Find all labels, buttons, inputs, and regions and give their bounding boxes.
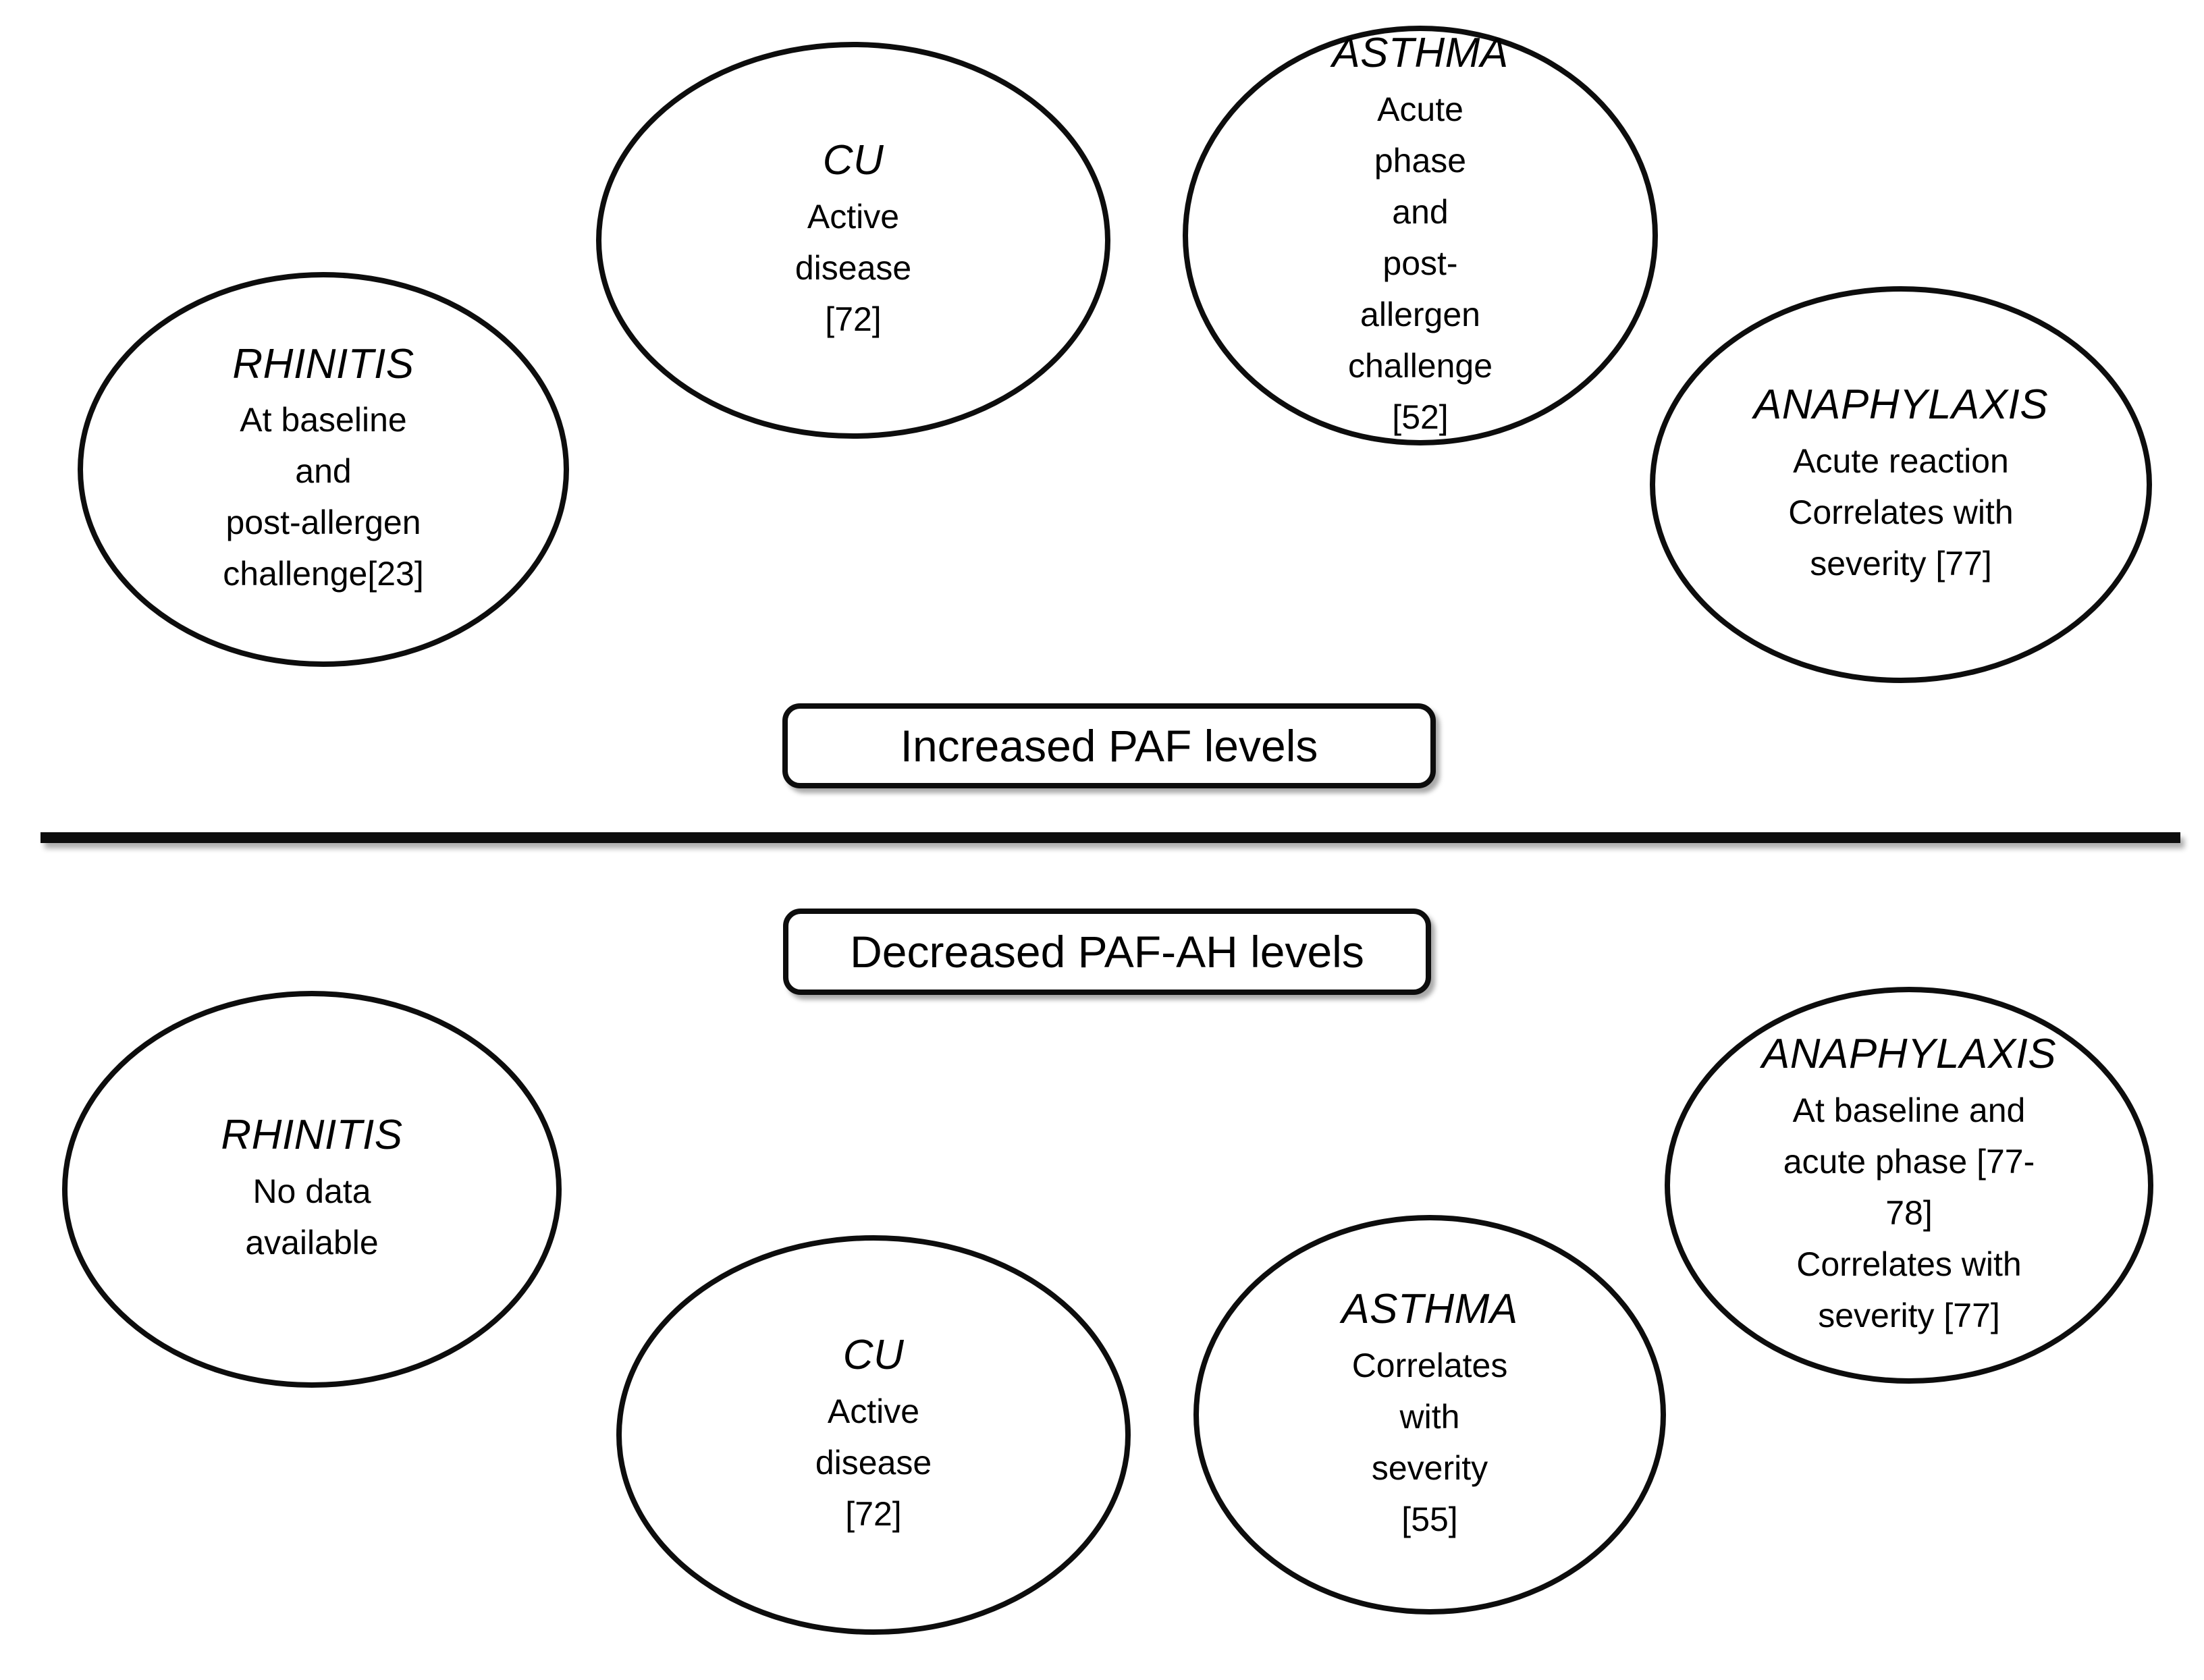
node-upper-cu[interactable]: CU Active disease [72] [596,42,1110,439]
node-upper-rhinitis[interactable]: RHINITIS At baseline and post-allergen c… [78,272,569,667]
node-lower-anaphylaxis[interactable]: ANAPHYLAXIS At baseline and acute phase … [1665,987,2153,1384]
node-upper-rhinitis-title: RHINITIS [232,340,414,387]
node-lower-anaphylaxis-body: At baseline and acute phase [77-78] Corr… [1783,1091,2035,1334]
increased-paf-levels-box[interactable]: Increased PAF levels [782,703,1436,788]
decreased-paf-ah-levels-label: Decreased PAF-AH levels [850,926,1364,977]
node-upper-cu-body: Active disease [72] [795,197,912,338]
node-upper-anaphylaxis[interactable]: ANAPHYLAXIS Acute reaction Correlates wi… [1650,286,2152,683]
node-upper-anaphylaxis-body: Acute reaction Correlates with severity … [1788,441,2014,582]
node-lower-rhinitis-body: No data available [245,1172,379,1262]
node-lower-cu-title: CU [842,1332,905,1379]
node-upper-asthma-body: Acute phase and post-allergen challenge … [1347,90,1493,436]
node-lower-asthma[interactable]: ASTHMA Correlates with severity [55] [1193,1215,1666,1615]
increased-paf-levels-label: Increased PAF levels [900,720,1318,771]
node-lower-cu[interactable]: CU Active disease [72] [616,1235,1131,1635]
node-upper-asthma[interactable]: ASTHMA Acute phase and post-allergen cha… [1183,26,1658,445]
node-lower-anaphylaxis-title: ANAPHYLAXIS [1761,1031,2057,1078]
node-lower-rhinitis-title: RHINITIS [221,1112,403,1159]
node-upper-rhinitis-body: At baseline and post-allergen challenge[… [223,401,424,593]
node-lower-asthma-body: Correlates with severity [55] [1351,1346,1508,1538]
node-lower-rhinitis[interactable]: RHINITIS No data available [62,991,562,1388]
node-lower-cu-body: Active disease [72] [815,1392,932,1533]
node-upper-anaphylaxis-title: ANAPHYLAXIS [1753,381,2049,429]
decreased-paf-ah-levels-box[interactable]: Decreased PAF-AH levels [783,909,1431,995]
node-lower-asthma-title: ASTHMA [1341,1286,1518,1333]
node-upper-asthma-title: ASTHMA [1332,30,1509,77]
node-upper-cu-title: CU [822,137,884,184]
section-divider [41,832,2180,843]
